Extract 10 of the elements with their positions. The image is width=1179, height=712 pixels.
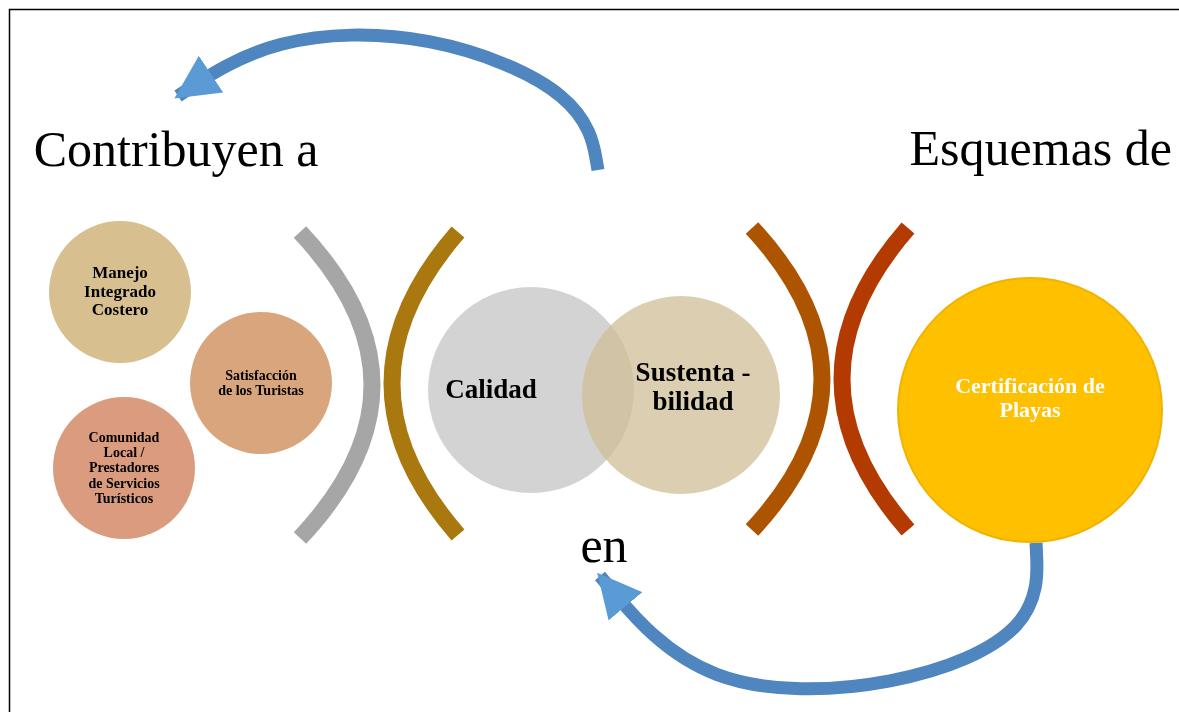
circle-label: Comunidad Local / Prestadores de Servicios Turísticos bbox=[87, 430, 161, 506]
circle-label: Certificación de Playas bbox=[955, 374, 1105, 422]
circle-label: Sustenta -bilidad bbox=[634, 357, 752, 417]
flow-text: en bbox=[576, 520, 632, 576]
circle-label: Calidad bbox=[444, 375, 538, 405]
circle-label: Satisfacción de los Turistas bbox=[217, 367, 305, 399]
curved-arrow bbox=[595, 542, 1044, 696]
circle-label: Manejo Integrado Costero bbox=[83, 264, 157, 320]
curved-arrow bbox=[174, 28, 605, 172]
flow-text: Esquemas de bbox=[908, 122, 1172, 174]
